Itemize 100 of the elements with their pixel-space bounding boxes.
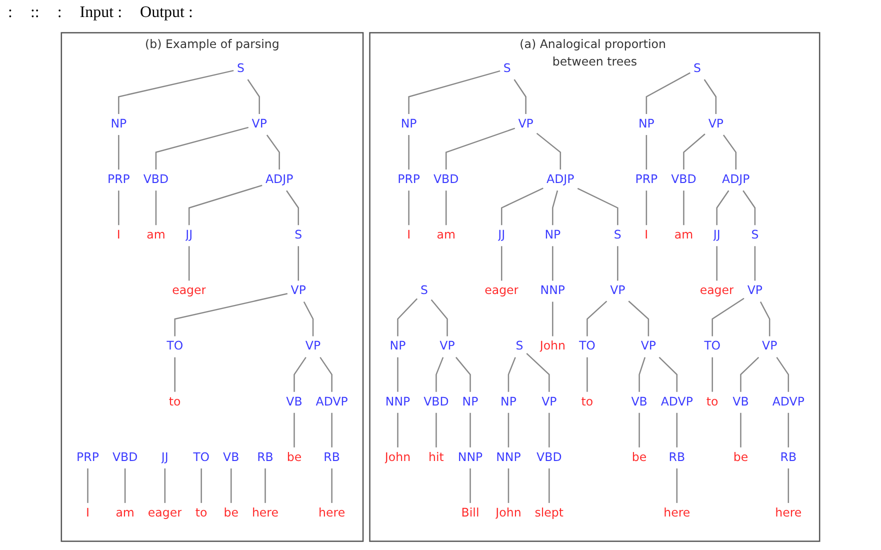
connector [397,298,418,336]
connector [264,468,266,503]
connector [638,412,640,448]
node-text: ADVP [660,395,693,409]
node-text: eager [172,284,206,298]
node-text: VP [747,284,763,298]
node-text: eager [484,284,519,298]
connector [716,246,718,281]
connector [500,188,544,226]
node-text: here [318,506,346,520]
connector [676,412,678,448]
node-text: VP [610,284,626,298]
node-text: ADVP [772,395,804,409]
node-text: VP [440,340,455,354]
connector [397,412,398,448]
connector [548,468,550,503]
node-text: TO [166,340,184,354]
node-text: VBD [143,172,169,186]
connector [628,300,650,336]
node-text: S [420,284,428,298]
node-text: Bill [461,506,480,520]
node-text: slept [534,506,564,520]
connector [118,190,120,226]
node-text: eager [148,506,182,520]
node-text: VP [290,284,306,298]
node-text: NP [390,340,406,354]
node-text: S [516,340,524,354]
connector [712,298,744,336]
node-text: am [146,228,166,242]
node-text: VP [542,395,557,409]
node-text: TO [578,340,596,354]
connector [408,135,410,170]
connector [174,293,288,336]
node-text: NP [544,228,561,242]
connector [722,134,737,170]
connector [188,246,190,281]
connector [638,357,646,392]
node-text: I [644,228,648,242]
connector [174,357,176,392]
node-text: here [775,506,802,520]
connector [552,190,558,226]
node-text: PRP [76,450,99,464]
node-text: be [224,506,238,520]
node-text: to [195,506,208,520]
node-text: I [116,228,120,242]
node-text: am [116,506,134,520]
node-text: VP [640,340,656,354]
proportion-symbol: :: [30,4,40,22]
proportion-symbol: : [57,4,62,22]
node-text: I [86,506,90,520]
connector [188,184,262,226]
connector [331,468,332,503]
node-text: S [503,62,511,76]
connector [331,412,332,448]
node-text: VBD [433,172,459,186]
connector [87,468,88,503]
node-text: I [407,228,411,242]
connector [776,356,790,392]
connector [445,190,447,226]
connector [552,302,554,336]
connector [124,468,126,503]
connector [536,132,562,170]
node-text: RB [324,450,340,464]
node-text: TO [193,450,210,464]
connector [552,246,554,281]
connector [508,468,510,503]
node-text: NNP [540,284,566,298]
node-text: VBD [424,395,449,409]
node-text: eager [700,284,734,298]
node-text: S [236,62,244,76]
node-text: ADJP [546,172,574,186]
node-text: VP [252,117,267,131]
connector [445,128,516,170]
node-text: ADVP [316,395,348,409]
node-text: VB [286,395,302,409]
connector [658,356,678,392]
connector [247,79,260,114]
connector [200,468,202,503]
node-text: ADJP [265,172,294,186]
connector [704,79,717,114]
node-text: S [751,228,759,242]
node-text: VP [708,117,724,131]
connector [155,126,249,170]
connector [436,357,444,392]
connector [514,79,526,114]
connector [320,356,332,392]
connector [676,468,678,503]
connector [740,412,742,448]
node-text: here [664,506,690,520]
connector [408,70,500,114]
node-text: ADJP [722,172,750,186]
connector [230,468,232,503]
connector [716,190,730,226]
connector [508,412,510,448]
node-text: NNP [496,450,521,464]
connector [586,300,608,336]
node-text: RB [668,450,686,464]
connector [548,412,550,448]
connector [118,70,234,114]
node-text: S [614,228,622,242]
